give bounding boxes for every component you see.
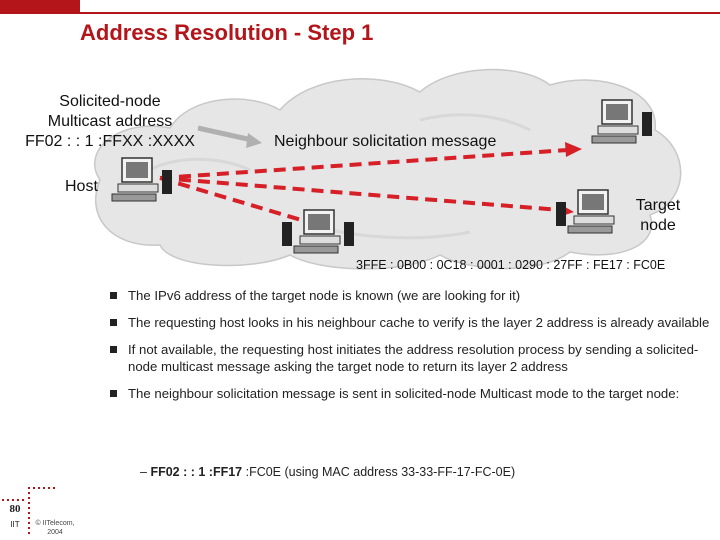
footer-copyright: © IITelecom, 2004 bbox=[30, 519, 80, 537]
sub-bullet-address: FF02 : : 1 :FF17 bbox=[150, 465, 243, 479]
title-underline bbox=[80, 12, 720, 14]
target-computer-icon bbox=[556, 189, 615, 234]
bullet-text: The neighbour solicitation message is se… bbox=[128, 386, 680, 401]
neighbour-computer-icon bbox=[282, 209, 354, 254]
bullet-item: The IPv6 address of the target node is k… bbox=[110, 287, 710, 304]
bullet-item: If not available, the requesting host in… bbox=[110, 341, 710, 375]
bullet-item: The neighbour solicitation message is se… bbox=[110, 385, 710, 402]
bullet-text: The IPv6 address of the target node is k… bbox=[128, 288, 521, 303]
multicast-arrows bbox=[159, 148, 569, 227]
footer-decoration bbox=[2, 487, 55, 534]
sub-bullet-detail: :FC0E (using MAC address 33-33-FF-17-FC-… bbox=[242, 465, 516, 479]
page-title: Address Resolution - Step 1 bbox=[80, 20, 374, 45]
bullet-square-icon bbox=[110, 346, 117, 353]
bullet-item: The requesting host looks in his neighbo… bbox=[110, 314, 710, 331]
target-ipv6-address: 3FFE : 0B00 : 0C18 : 0001 : 0290 : 27FF … bbox=[356, 258, 666, 272]
snma-line-1: Solicited-node bbox=[59, 93, 161, 110]
message-label: Neighbour solicitation message bbox=[274, 133, 497, 150]
remote-computer-icon bbox=[591, 99, 652, 144]
target-line-2: node bbox=[640, 217, 676, 234]
solicited-node-address-label: Solicited-node Multicast address FF02 : … bbox=[10, 92, 210, 152]
arrowhead-top bbox=[565, 142, 582, 157]
sub-bullet-dash: – bbox=[140, 465, 147, 479]
target-line-1: Target bbox=[635, 197, 681, 214]
copyright-line-1: © IITelecom, bbox=[35, 520, 75, 527]
network-diagram bbox=[94, 68, 682, 270]
snma-line-2: Multicast address bbox=[47, 113, 173, 130]
pointer-arrow bbox=[197, 125, 253, 143]
bullet-text: The requesting host looks in his neighbo… bbox=[128, 315, 710, 330]
network-cloud bbox=[94, 68, 682, 270]
sub-bullet: – FF02 : : 1 :FF17 :FC0E (using MAC addr… bbox=[140, 465, 515, 479]
target-node-label: Target node bbox=[626, 196, 690, 236]
title-accent-bar bbox=[0, 0, 80, 14]
bullet-list: The IPv6 address of the target node is k… bbox=[110, 287, 710, 412]
bullet-square-icon bbox=[110, 292, 117, 299]
bullet-text: If not available, the requesting host in… bbox=[128, 342, 699, 374]
copyright-line-2: 2004 bbox=[47, 529, 63, 536]
footer-org: IIT bbox=[10, 520, 20, 529]
host-computer-icon bbox=[111, 157, 172, 202]
page-number: 80 bbox=[9, 503, 21, 515]
bullet-square-icon bbox=[110, 319, 117, 326]
bullet-square-icon bbox=[110, 390, 117, 397]
host-label: Host bbox=[65, 178, 98, 195]
snma-line-3: FF02 : : 1 :FFXX :XXXX bbox=[25, 133, 195, 150]
